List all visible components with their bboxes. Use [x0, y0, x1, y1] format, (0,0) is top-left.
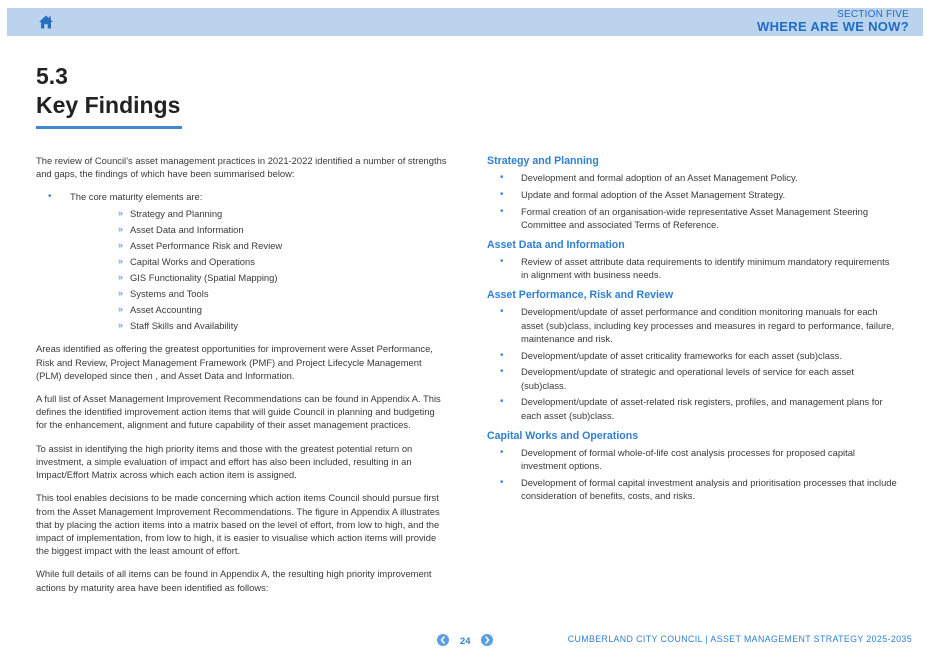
- heading-underline: [36, 126, 182, 129]
- chevron-left-icon: [440, 636, 445, 644]
- heading-number: 5.3: [36, 63, 68, 89]
- body-paragraph: A full list of Asset Management Improvem…: [36, 393, 441, 431]
- section-label: SECTION FIVE WHERE ARE WE NOW?: [757, 9, 909, 34]
- section-heading-asset-data: Asset Data and Information: [487, 239, 625, 251]
- page-number: 24: [460, 634, 471, 646]
- section-title: WHERE ARE WE NOW?: [757, 19, 909, 34]
- list-item: Capital Works and Operations: [70, 255, 448, 268]
- page-heading: 5.3 Key Findings: [36, 62, 180, 120]
- home-button[interactable]: [38, 14, 54, 30]
- list-item: Development of formal capital investment…: [487, 476, 899, 502]
- prev-page-button[interactable]: [437, 634, 449, 646]
- left-column: The review of Council’s asset management…: [36, 154, 448, 604]
- list-item: Strategy and Planning: [70, 207, 448, 220]
- chevron-right-icon: [485, 636, 490, 644]
- page-title: Key Findings: [36, 92, 181, 118]
- home-icon: [39, 15, 53, 29]
- section-number: SECTION FIVE: [837, 9, 909, 20]
- body-paragraph: While full details of all items can be f…: [36, 568, 432, 593]
- body-paragraph: This tool enables decisions to be made c…: [36, 492, 440, 557]
- list-item: Asset Data and Information: [70, 223, 448, 236]
- right-column: Strategy and Planning Development and fo…: [487, 154, 899, 509]
- list-item: Staff Skills and Availability: [70, 319, 448, 332]
- section-heading-performance: Asset Performance, Risk and Review: [487, 289, 674, 302]
- list-item: Development and formal adoption of an As…: [487, 171, 899, 184]
- list-item: Update and formal adoption of the Asset …: [487, 188, 899, 201]
- header-band: SECTION FIVE WHERE ARE WE NOW?: [7, 8, 923, 36]
- strategy-list: Development and formal adoption of an As…: [487, 171, 899, 231]
- body-paragraph: Areas identified as offering the greates…: [36, 343, 433, 381]
- footer: 24 CUMBERLAND CITY COUNCIL | ASSET MANAG…: [0, 632, 930, 650]
- list-item: Review of asset attribute data requireme…: [487, 255, 899, 281]
- list-item: The core maturity elements are: Strategy…: [36, 190, 448, 332]
- pager: 24: [437, 634, 494, 646]
- list-item: Asset Accounting: [70, 303, 448, 316]
- footer-text: CUMBERLAND CITY COUNCIL | ASSET MANAGEME…: [567, 634, 912, 644]
- section-heading-capital-works: Capital Works and Operations: [487, 429, 639, 442]
- list-item: Development/update of asset performance …: [487, 305, 899, 345]
- core-elements-sublist: Strategy and Planning Asset Data and Inf…: [70, 207, 448, 333]
- performance-list: Development/update of asset performance …: [487, 305, 899, 421]
- intro-paragraph: The review of Council’s asset management…: [36, 155, 447, 180]
- list-item: Development of formal whole-of-life cost…: [487, 446, 899, 472]
- list-item: Development/update of strategic and oper…: [487, 365, 899, 391]
- list-item: Systems and Tools: [70, 287, 448, 300]
- core-elements-label: The core maturity elements are:: [70, 191, 203, 203]
- list-item: GIS Functionality (Spatial Mapping): [70, 271, 448, 284]
- section-heading-strategy: Strategy and Planning: [487, 155, 599, 167]
- body-paragraph: To assist in identifying the high priori…: [36, 442, 413, 481]
- list-item: Asset Performance Risk and Review: [70, 239, 448, 252]
- list-item: Formal creation of an organisation-wide …: [487, 205, 899, 231]
- core-elements-list: The core maturity elements are: Strategy…: [36, 190, 448, 332]
- capital-works-list: Development of formal whole-of-life cost…: [487, 446, 899, 502]
- asset-data-list: Review of asset attribute data requireme…: [487, 255, 899, 281]
- next-page-button[interactable]: [481, 634, 494, 646]
- list-item: Development/update of asset-related risk…: [487, 395, 899, 421]
- list-item: Development/update of asset criticality …: [487, 349, 899, 362]
